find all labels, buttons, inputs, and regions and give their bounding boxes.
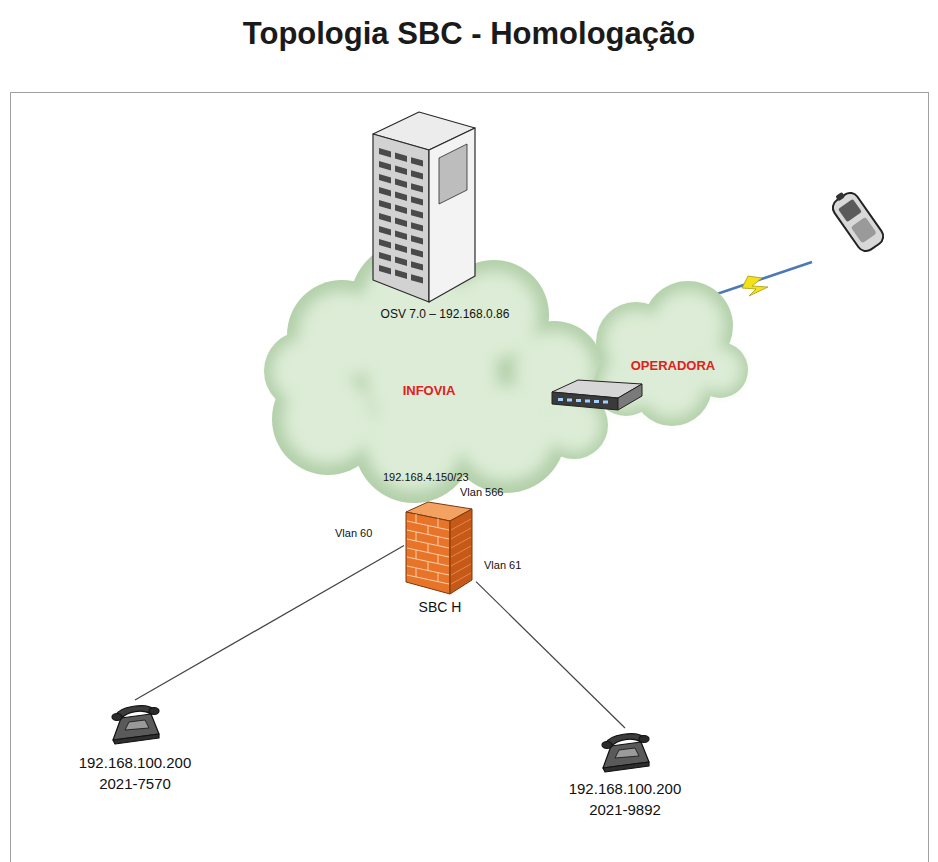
ip-address-label: 192.168.4.150/23	[383, 471, 469, 483]
server-shape	[367, 98, 497, 308]
node-label: SBC H	[404, 599, 476, 616]
vlan-label: Vlan 60	[335, 527, 372, 539]
desk-phone: 192.168.100.200 2021-9892	[545, 728, 705, 832]
node-sublabel: 2021-9892	[545, 801, 705, 819]
diagram-title: Topologia SBC - Homologação	[0, 16, 938, 52]
vlan-label: Vlan 566	[460, 486, 503, 498]
firewall-shape	[404, 500, 476, 596]
wireless-link	[705, 262, 812, 298]
node-sublabel: 2021-7570	[55, 775, 215, 793]
node-label: OPERADORA	[626, 358, 720, 374]
node-label: OSV 7.0 – 192.168.0.86	[345, 307, 545, 321]
carrier-cloud: OPERADORA	[548, 280, 748, 436]
network-link	[135, 546, 404, 700]
diagram-frame	[11, 93, 929, 862]
sbc-firewall: SBC H	[404, 500, 476, 620]
phone-shape	[107, 700, 163, 746]
node-label: 192.168.100.200	[55, 754, 215, 772]
mobile-phone-icon	[827, 186, 887, 254]
network-link	[476, 582, 625, 728]
server-node: OSV 7.0 – 192.168.0.86	[345, 98, 545, 330]
phone-shape	[597, 728, 653, 774]
vlan-label: Vlan 61	[484, 559, 521, 571]
gateway-device	[552, 380, 642, 410]
desk-phone: 192.168.100.200 2021-7570	[55, 700, 215, 804]
node-label: INFOVIA	[374, 383, 484, 399]
node-label: 192.168.100.200	[545, 780, 705, 798]
